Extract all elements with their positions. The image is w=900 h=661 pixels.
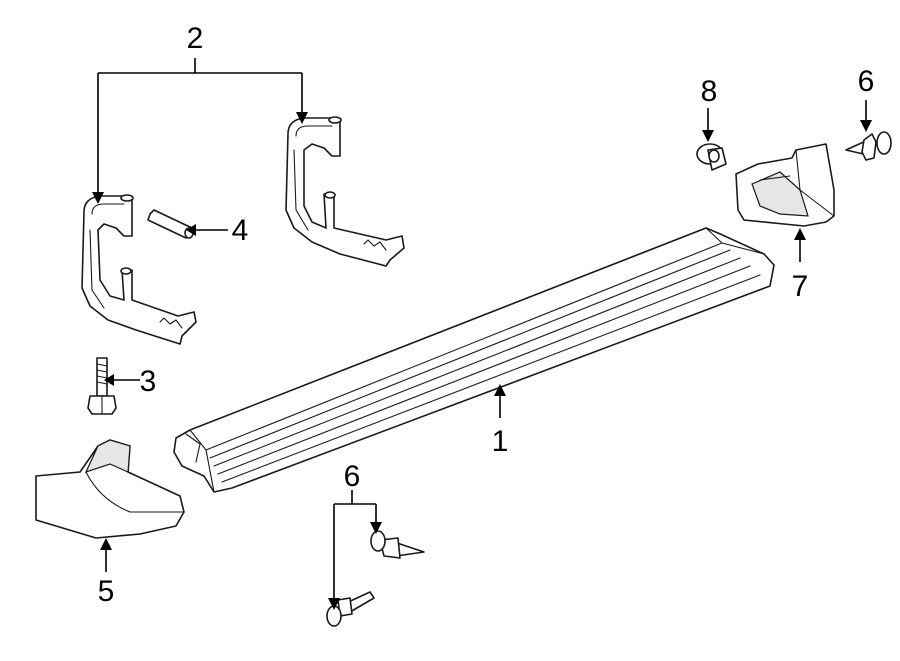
push-pin xyxy=(696,143,727,171)
callout-8: 8 xyxy=(701,75,718,108)
callout-4: 4 xyxy=(232,214,249,247)
leader-lines xyxy=(92,58,872,610)
end-cap-rear xyxy=(735,143,835,227)
callout-6-upper: 6 xyxy=(858,65,875,98)
clip-bottom-lower xyxy=(326,591,375,627)
clip-upper-right xyxy=(845,131,892,161)
pin xyxy=(147,209,194,239)
callout-3: 3 xyxy=(140,365,157,398)
callout-6-lower: 6 xyxy=(344,460,361,493)
callout-7: 7 xyxy=(792,270,809,303)
running-board xyxy=(173,227,775,493)
callout-labels: 2 4 3 5 1 7 8 6 6 xyxy=(98,22,875,608)
callout-2: 2 xyxy=(187,22,204,55)
bracket-right xyxy=(285,116,405,267)
bracket-left xyxy=(81,194,197,345)
end-cap-front xyxy=(35,439,185,539)
callout-5: 5 xyxy=(98,575,115,608)
clip-bottom-upper xyxy=(370,530,425,559)
callout-1: 1 xyxy=(492,425,509,458)
bolt xyxy=(87,357,117,415)
